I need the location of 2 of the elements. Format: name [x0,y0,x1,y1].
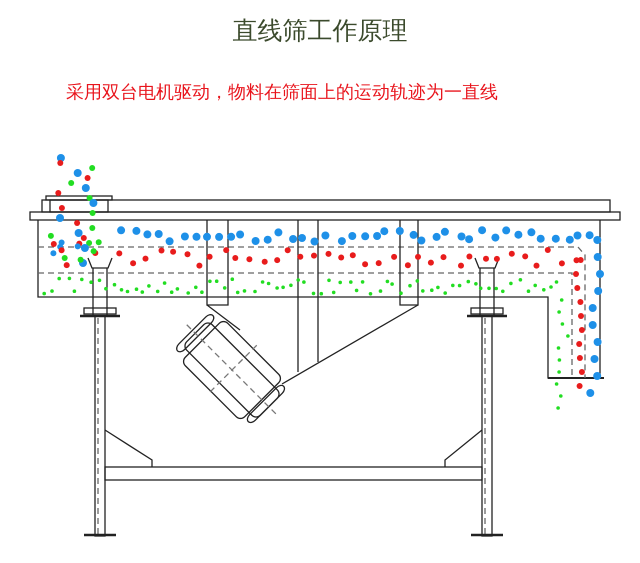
diagram-title: 直线筛工作原理 [232,16,408,45]
description-text: 采用双台电机驱动，物料在筛面上的运动轨迹为一直线 [66,82,498,103]
